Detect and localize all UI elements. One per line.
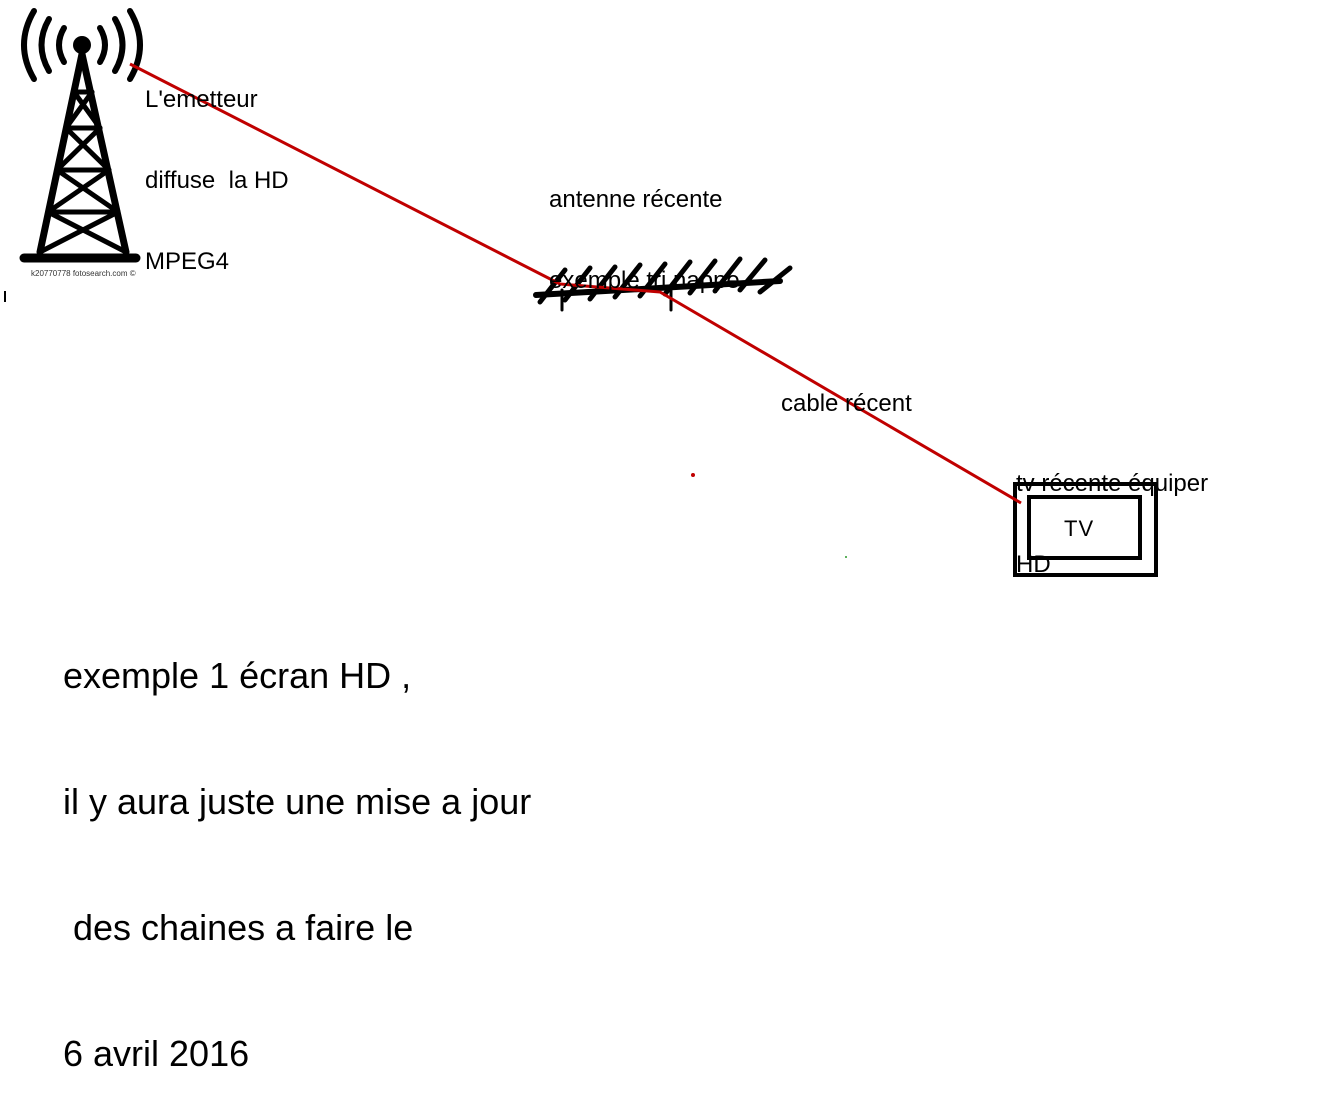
emitter-label-line: MPEG4: [145, 248, 230, 275]
watermark-text: k20770778 fotosearch.com ©: [31, 269, 136, 278]
caption-line: des chaines a faire le: [63, 907, 414, 948]
radio-tower-icon: [19, 8, 143, 263]
diagram-canvas: [4, 8, 1158, 577]
tv-icon: [1013, 482, 1158, 577]
signal-path: [129, 62, 1022, 505]
stray-dot: [691, 473, 695, 477]
caption-line: exemple 1 écran HD ,: [63, 655, 412, 696]
stray-dot: [845, 556, 847, 558]
tv-screen-label: TV: [1064, 516, 1095, 541]
cable-label: cable récent: [781, 390, 912, 417]
tv-label: tv récente équiper HD: [1016, 416, 1208, 605]
caption-block: exemple 1 écran HD , il y aura juste une…: [63, 571, 531, 1117]
antenna-label-line: antenne récente: [549, 186, 723, 213]
antenna-label-line: exemple tri nappe: [549, 267, 740, 294]
tv-label-line: tv récente équiper: [1016, 470, 1209, 497]
caption-line: il y aura juste une mise a jour: [63, 781, 532, 822]
tv-label-line: HD: [1016, 551, 1051, 578]
antenna-label: antenne récente exemple tri nappe: [549, 132, 740, 321]
emitter-label-line: L'emetteur: [145, 86, 258, 113]
emitter-label-line: diffuse la HD: [145, 167, 289, 194]
caption-line: 6 avril 2016: [63, 1033, 250, 1074]
emitter-label: L'emetteur diffuse la HD MPEG4: [145, 32, 289, 302]
